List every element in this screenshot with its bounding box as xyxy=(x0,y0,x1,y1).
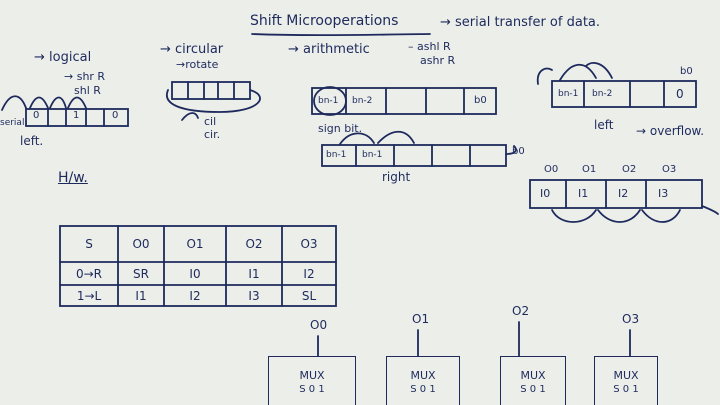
table-header-s: S xyxy=(85,237,93,251)
logical-cell-2: 1 xyxy=(73,110,80,121)
arith-cell-1: bn-2 xyxy=(352,96,373,106)
table-header-o2: O2 xyxy=(245,237,263,251)
table-cell: I1 xyxy=(135,288,147,303)
arith-cell-0: bn-1 xyxy=(318,96,339,106)
table-cell: I2 xyxy=(303,266,315,281)
cir-label: cir. xyxy=(204,128,221,141)
mux-0-label: MUX xyxy=(299,369,325,382)
logical-left-label: left. xyxy=(20,134,44,148)
right-cell-0: bn-1 xyxy=(326,150,347,160)
mux-2-label: MUX xyxy=(520,369,546,382)
mux-3: MUX S 0 1 xyxy=(594,356,658,405)
right-shift-register xyxy=(321,130,517,167)
logical-cell-0: 0 xyxy=(33,110,40,121)
table-cell: SL xyxy=(301,288,317,303)
cil-label: cil xyxy=(204,115,217,128)
arith-cell-4: b0 xyxy=(474,95,487,106)
ashr-label: ashr R xyxy=(420,54,456,67)
left-b0-top: b0 xyxy=(680,66,693,77)
mux-2-output: O2 xyxy=(512,304,530,318)
left-label: left xyxy=(594,118,614,132)
io-input-3: I3 xyxy=(658,187,669,200)
logical-register xyxy=(1,95,129,127)
mux-0-output: O0 xyxy=(310,318,328,332)
table-header-o0: O0 xyxy=(132,237,150,251)
arithmetic-label: → arithmetic xyxy=(288,42,370,57)
table-cell: I0 xyxy=(189,266,201,281)
mux-1-output: O1 xyxy=(412,312,430,326)
mux-3-select: S 0 1 xyxy=(613,384,639,395)
circular-label: → circular xyxy=(160,42,224,57)
title-note: → serial transfer of data. xyxy=(440,15,601,30)
table-cell: 0→R xyxy=(75,266,103,281)
page-title: Shift Microoperations xyxy=(250,13,399,29)
table-cell: I1 xyxy=(248,266,260,281)
io-output-3: O3 xyxy=(662,164,677,175)
table-cell: I3 xyxy=(248,288,260,303)
sign-bit-label: sign bit. xyxy=(318,122,363,135)
mux-1-select: S 0 1 xyxy=(410,384,436,395)
shift-truth-table: S O0 O1 O2 O3 0→R SR I0 I1 I2 1→L I1 I2 … xyxy=(60,224,336,308)
arith-register xyxy=(311,86,497,116)
logical-shr: → shr R xyxy=(64,70,106,83)
ashl-label: – ashl R xyxy=(408,40,451,53)
overflow-label: → overflow. xyxy=(636,124,705,138)
table-header-o1: O1 xyxy=(186,237,204,251)
io-input-1: I1 xyxy=(578,187,589,200)
table-cell: I2 xyxy=(189,288,201,303)
logical-cell-4: 0 xyxy=(112,110,119,121)
serial-in-label: serial xyxy=(0,118,25,128)
mux-0: MUX S 0 1 xyxy=(268,356,356,405)
io-register xyxy=(529,179,719,223)
left-shift-register xyxy=(536,62,697,108)
table-cell: SR xyxy=(133,266,149,281)
logical-shl: shl R xyxy=(74,84,101,97)
title-underline xyxy=(251,33,431,37)
mux-3-label: MUX xyxy=(613,369,639,382)
left-cell-0: bn-1 xyxy=(558,89,579,99)
mux-3-output: O3 xyxy=(622,312,640,326)
mux-output-lines xyxy=(317,321,631,357)
hardware-label: H/w. xyxy=(58,170,88,186)
right-cell-1: bn-1 xyxy=(362,150,383,160)
io-output-2: O2 xyxy=(622,164,637,175)
table-cell: 1→L xyxy=(76,288,102,303)
left-cell-1: bn-2 xyxy=(592,89,613,99)
right-b0: b0 xyxy=(512,146,525,157)
mux-0-select: S 0 1 xyxy=(299,384,325,395)
mux-2: MUX S 0 1 xyxy=(500,356,566,405)
rotate-label: →rotate xyxy=(176,58,219,71)
mux-1: MUX S 0 1 xyxy=(386,356,460,405)
mux-1-label: MUX xyxy=(410,369,436,382)
io-input-2: I2 xyxy=(618,187,629,200)
mux-2-select: S 0 1 xyxy=(520,384,546,395)
logical-label: → logical xyxy=(34,50,92,65)
circular-register xyxy=(165,81,261,121)
right-label: right xyxy=(382,170,411,184)
io-input-0: I0 xyxy=(540,187,551,200)
table-header-o3: O3 xyxy=(300,237,318,251)
left-cell-3: 0 xyxy=(676,87,684,101)
io-output-1: O1 xyxy=(582,164,597,175)
table-grid xyxy=(59,225,337,307)
io-output-0: O0 xyxy=(544,164,559,175)
